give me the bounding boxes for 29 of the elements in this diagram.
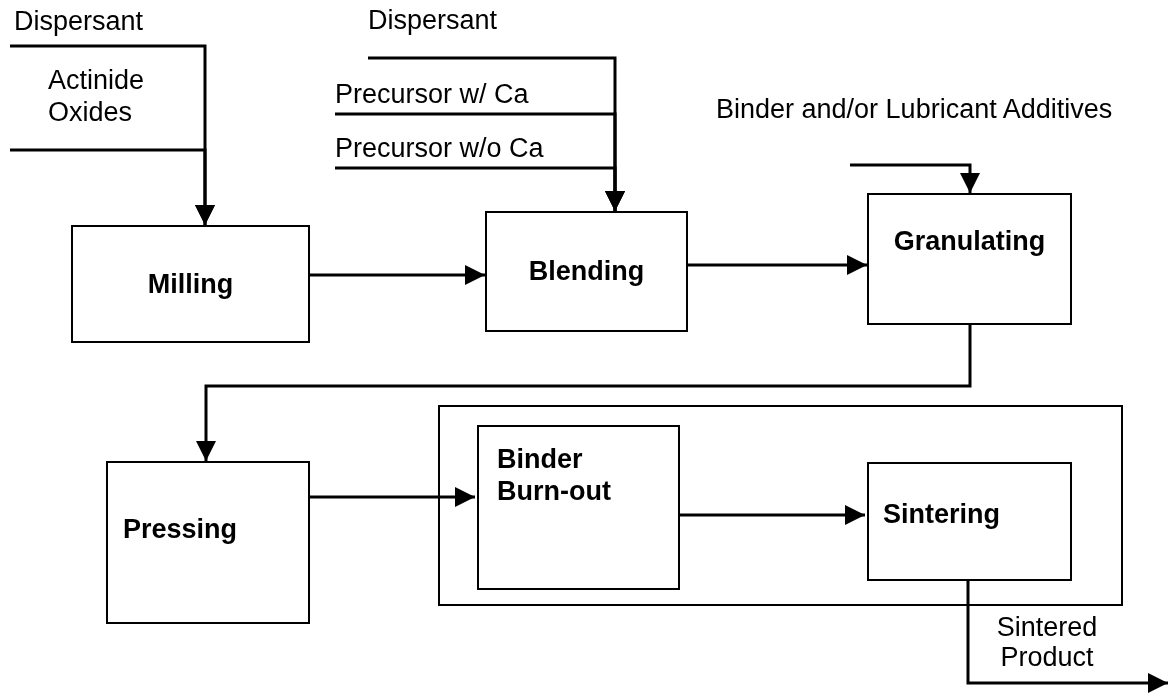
flow-arrow bbox=[335, 166, 625, 211]
step-label: Granulating bbox=[893, 225, 1046, 258]
step-label: Pressing bbox=[123, 513, 238, 546]
flow-arrow bbox=[966, 579, 1168, 693]
input-name: Actinide Oxides bbox=[48, 64, 146, 129]
input-name: Precursor w/ Ca bbox=[335, 78, 529, 111]
flow-arrow bbox=[10, 148, 215, 225]
step-label: Milling bbox=[147, 267, 234, 301]
group-box bbox=[438, 405, 1123, 606]
process-box bbox=[867, 193, 1072, 325]
flow-arrow bbox=[678, 505, 865, 525]
step-label: Sintering bbox=[883, 498, 1000, 531]
process-box bbox=[106, 461, 310, 624]
process-box bbox=[485, 211, 688, 332]
process-box bbox=[71, 225, 310, 343]
flow-arrow bbox=[310, 265, 485, 285]
process-box bbox=[867, 462, 1072, 581]
flow-arrow bbox=[310, 487, 475, 507]
edge-label: Sintered Product bbox=[995, 612, 1099, 673]
input-name: Precursor w/o Ca bbox=[335, 132, 544, 165]
flow-arrow bbox=[196, 325, 972, 461]
flow-arrow bbox=[850, 163, 980, 193]
step-label: Blending bbox=[528, 255, 645, 288]
flow-arrow bbox=[688, 255, 867, 275]
input-name: Dispersant bbox=[368, 4, 498, 37]
step-label: Binder Burn-out bbox=[497, 443, 612, 508]
input-name: Binder and/or Lubricant Additives bbox=[716, 94, 1113, 125]
input-name: Dispersant bbox=[14, 5, 144, 38]
process-box bbox=[477, 425, 680, 590]
